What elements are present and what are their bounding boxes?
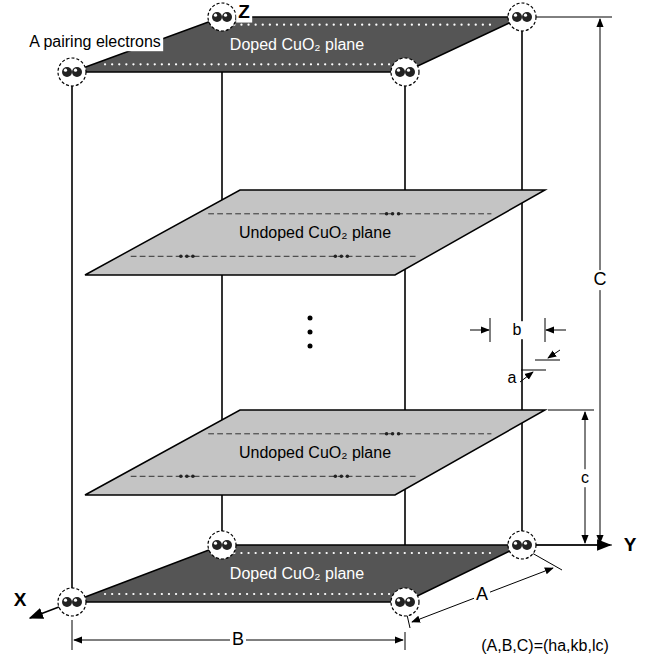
electron-dot xyxy=(334,255,338,259)
extension-line xyxy=(72,620,73,650)
dimension-line xyxy=(546,330,566,331)
formula-label: (A,B,C)=(ha,kb,lc) xyxy=(479,637,611,655)
plane-label: Undoped CuO₂ plane xyxy=(239,224,391,242)
electron-pair xyxy=(508,531,536,559)
extension-line xyxy=(535,360,560,361)
electron-dot xyxy=(185,255,189,259)
plane-fill xyxy=(85,190,545,275)
plane-label: Doped CuO₂ plane xyxy=(230,565,364,583)
electron-dot xyxy=(391,432,395,436)
dimension-label: b xyxy=(511,321,524,339)
ellipsis-dots xyxy=(308,316,313,349)
electron-dot xyxy=(385,432,389,436)
electron-dot xyxy=(385,212,389,216)
electron-pair xyxy=(508,3,536,31)
undoped-plane: Undoped CuO₂ plane xyxy=(85,410,545,495)
extension-line xyxy=(405,632,406,650)
callout-label: A pairing electrons xyxy=(27,33,163,51)
electron-dot xyxy=(185,475,189,479)
extension-line xyxy=(521,370,546,371)
dimension-line xyxy=(520,372,533,382)
electron-dot xyxy=(191,475,195,479)
plane-fill xyxy=(85,410,545,495)
plane-label: Doped CuO₂ plane xyxy=(230,36,364,54)
extension-line xyxy=(532,17,612,18)
lattice-line xyxy=(209,433,491,434)
plane-fill xyxy=(72,545,522,602)
electron-dot xyxy=(334,475,338,479)
dimension-label: C xyxy=(592,270,609,290)
extension-line xyxy=(545,318,546,342)
dimension-label: A xyxy=(474,585,490,605)
lattice-line xyxy=(213,552,494,554)
lattice-line xyxy=(131,476,416,477)
dimension-label: B xyxy=(230,630,246,650)
cell-edge xyxy=(404,72,406,602)
cell-edge xyxy=(521,17,523,545)
dimension-line xyxy=(548,350,560,358)
lattice-line xyxy=(131,256,416,257)
electron-dot xyxy=(397,212,401,216)
axis-label: Z xyxy=(236,2,252,23)
extension-line xyxy=(535,545,612,546)
electron-dot xyxy=(391,212,395,216)
plane-label: Undoped CuO₂ plane xyxy=(239,444,391,462)
electron-pair xyxy=(208,531,236,559)
electron-dot xyxy=(179,255,183,259)
dimension-label: c xyxy=(579,469,591,487)
electron-dot xyxy=(179,475,183,479)
extension-line xyxy=(490,318,491,342)
electron-dot xyxy=(346,255,350,259)
dimension-label: a xyxy=(506,369,519,387)
axis-label: X xyxy=(12,590,29,611)
lattice-line xyxy=(105,593,409,595)
extension-line xyxy=(548,410,594,411)
electron-pair xyxy=(58,58,86,86)
undoped-plane: Undoped CuO₂ plane xyxy=(85,190,545,275)
electron-pair xyxy=(58,588,86,616)
electron-dot xyxy=(397,432,401,436)
cell-edge xyxy=(71,72,73,602)
electron-dot xyxy=(191,255,195,259)
electron-pair xyxy=(391,588,419,616)
electron-dot xyxy=(340,475,344,479)
electron-pair xyxy=(391,58,419,86)
dimension-line xyxy=(470,330,489,331)
axis-label: Y xyxy=(622,535,639,556)
lattice-line xyxy=(105,63,409,65)
doped-plane: Doped CuO₂ plane xyxy=(72,545,522,602)
lattice-line xyxy=(213,24,494,26)
electron-dot xyxy=(340,255,344,259)
electron-pair xyxy=(208,3,236,31)
lattice-line xyxy=(209,213,491,214)
electron-dot xyxy=(346,475,350,479)
